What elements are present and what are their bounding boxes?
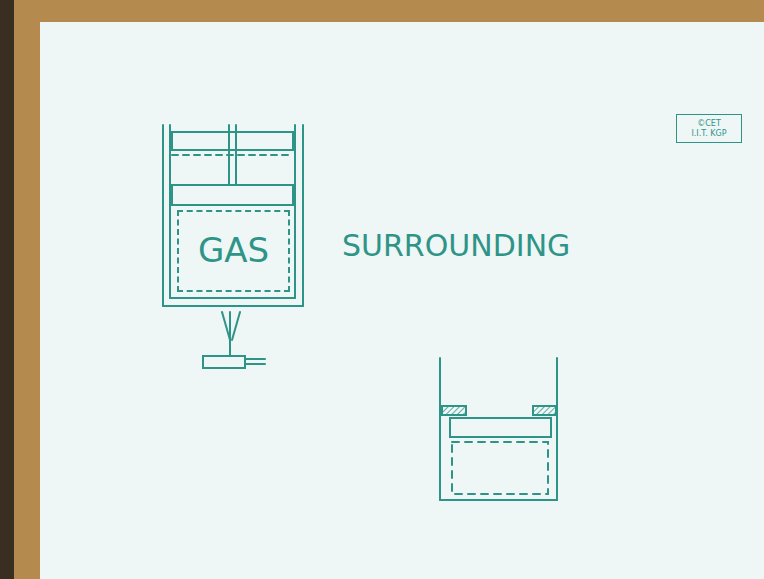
cylinder-bottom (170, 297, 295, 299)
flame (222, 312, 230, 340)
stop (533, 406, 556, 415)
copyright-stamp: ©CET I.I.T. KGP (676, 114, 742, 143)
gas-region: GAS (177, 210, 290, 292)
gas-pipe (245, 363, 265, 365)
piston (172, 185, 293, 205)
gas-pipe (245, 358, 265, 360)
wood-frame (14, 0, 764, 579)
stamp-text: ©CET I.I.T. KGP (689, 119, 729, 137)
cylinder-wall (162, 125, 164, 306)
flame (229, 312, 231, 340)
boundary-line (452, 442, 548, 494)
piston-plate (172, 132, 293, 150)
cylinder-wall (169, 125, 171, 298)
whiteboard (40, 22, 764, 579)
boundary-line (172, 154, 293, 156)
cylinder-bottom (440, 499, 557, 501)
burner (203, 356, 245, 368)
surrounding-label: SURROUNDING (342, 228, 570, 263)
cylinder-wall (302, 125, 304, 306)
cylinder-bottom (163, 305, 303, 307)
piston-cylinder (163, 125, 303, 368)
cylinder-wall (556, 358, 558, 500)
piston-rod (228, 125, 230, 185)
cylinder-wall (294, 125, 296, 298)
piston-rod (235, 125, 237, 185)
stop (442, 406, 466, 415)
piston (450, 418, 551, 437)
flame (232, 312, 240, 340)
burner-stem (229, 340, 231, 356)
cylinder-wall (439, 358, 441, 500)
cylinder-with-stops (440, 358, 557, 500)
region-label: GAS (198, 231, 269, 270)
